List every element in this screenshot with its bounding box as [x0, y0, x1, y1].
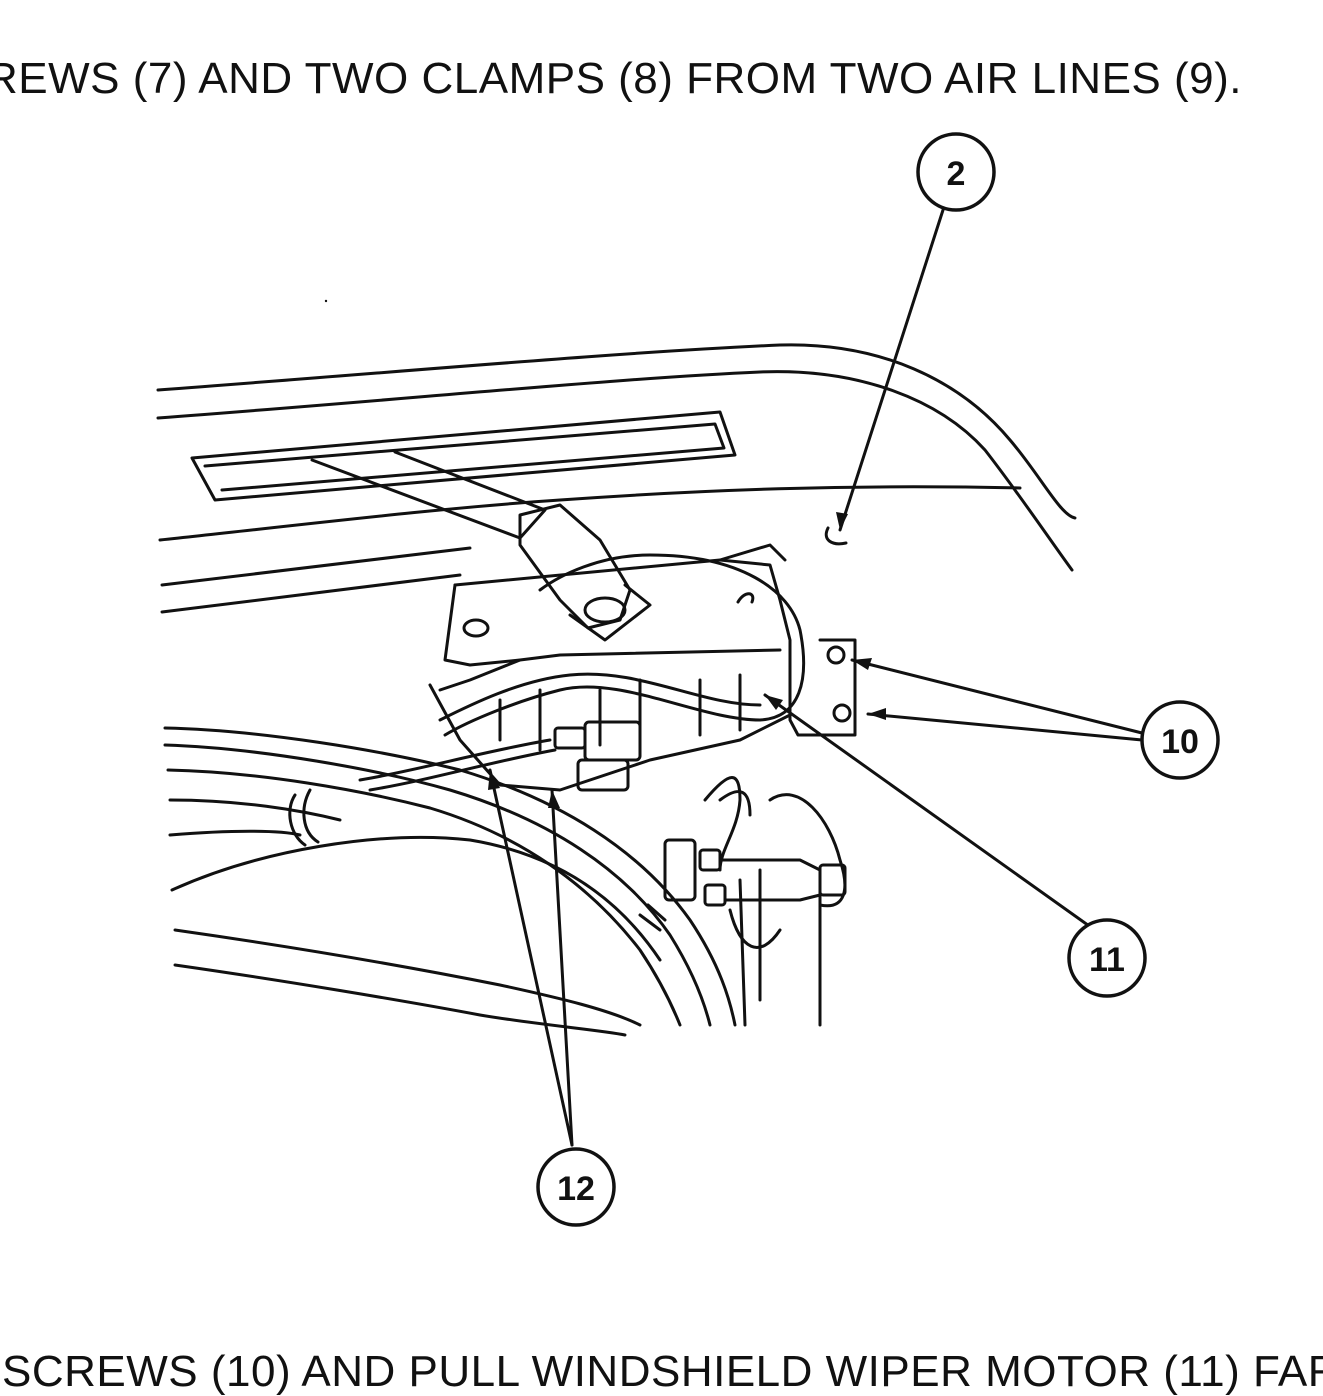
wiper-motor [428, 658, 792, 792]
callout-2-label: 2 [947, 155, 966, 193]
leader-lines [488, 208, 1144, 1147]
wiper-motor-illustration: 2 10 11 12 [156, 132, 1220, 1227]
air-lines [358, 553, 806, 872]
step-text-top: REWS (7) AND TWO CLAMPS (8) FROM TWO AIR… [0, 54, 1242, 103]
callout-12: 12 [536, 1147, 616, 1227]
step-text-bottom: SCREWS (10) AND PULL WINDSHIELD WIPER MO… [2, 1347, 1323, 1396]
wiring-harness [163, 726, 762, 1027]
callout-11-label: 11 [1089, 941, 1125, 979]
callout-10: 10 [1140, 700, 1220, 780]
callout-2: 2 [916, 132, 996, 212]
windshield-frame [158, 485, 1022, 614]
lower-panel [173, 888, 822, 1037]
wiper-recess [190, 410, 737, 502]
callout-12-label: 12 [557, 1170, 595, 1208]
callout-11: 11 [1067, 918, 1147, 998]
wiper-arm [310, 450, 652, 642]
arrowheads [488, 512, 886, 808]
cab-roof-edge [156, 343, 1077, 572]
callout-10-label: 10 [1161, 723, 1199, 761]
stray-mark [324, 299, 328, 303]
valve-fittings [663, 793, 847, 949]
